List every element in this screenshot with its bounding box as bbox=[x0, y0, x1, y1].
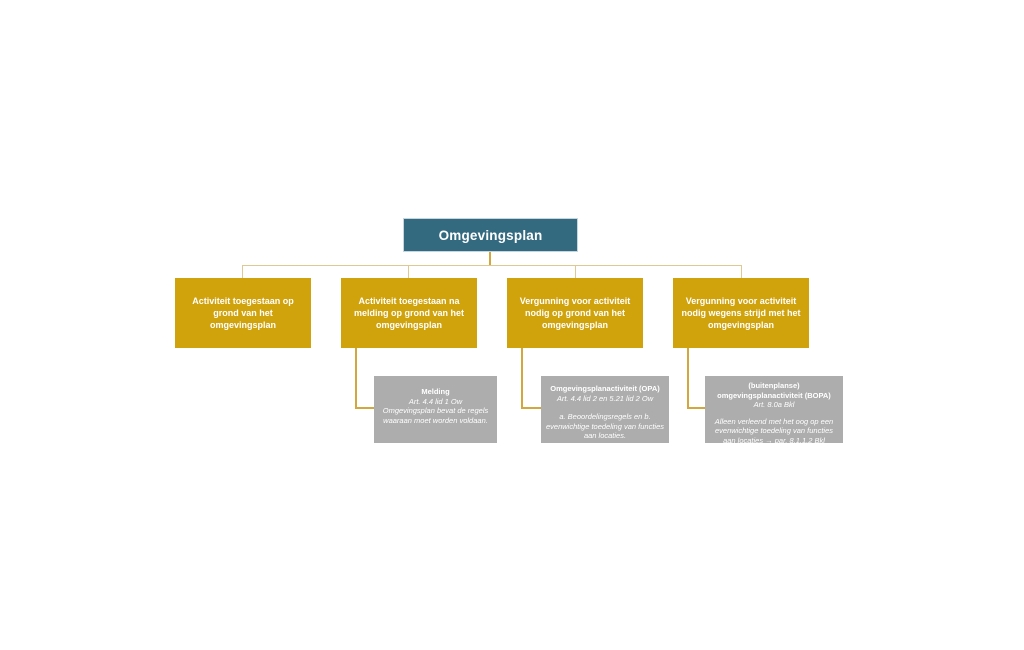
root-node-label: Omgevingsplan bbox=[438, 227, 543, 243]
connector-elbow-opa-vertical bbox=[521, 348, 523, 409]
connector-drop-4 bbox=[741, 266, 742, 278]
detail-body: Alleen verleend met het oog op een evenw… bbox=[714, 416, 834, 445]
detail-title: Omgevingsplanactiviteit (OPA) bbox=[550, 384, 660, 393]
branch-node-label: Vergunning voor activiteit nodig op gron… bbox=[519, 296, 631, 330]
branch-node-vergunning-op-grond: Vergunning voor activiteit nodig op gron… bbox=[507, 278, 643, 348]
connector-drop-3 bbox=[575, 266, 576, 278]
detail-node-bopa: (buitenplanse) omgevingsplanactiviteit (… bbox=[705, 376, 843, 445]
detail-subtitle: Art. 8.0a Bkl bbox=[753, 400, 795, 409]
branch-node-vergunning-strijd: Vergunning voor activiteit nodig wegens … bbox=[673, 278, 809, 348]
detail-node-opa: Omgevingsplanactiviteit (OPA) Art. 4.4 l… bbox=[541, 376, 669, 443]
branch-node-label: Activiteit toegestaan na melding op gron… bbox=[354, 296, 464, 330]
connector-horizontal-main bbox=[242, 265, 742, 266]
connector-drop-1 bbox=[242, 266, 243, 278]
root-node-omgevingsplan: Omgevingsplan bbox=[403, 218, 578, 252]
detail-subtitle: Art. 4.4 lid 2 en 5.21 lid 2 Ow bbox=[556, 393, 654, 403]
branch-node-label: Activiteit toegestaan op grond van het o… bbox=[192, 296, 294, 330]
connector-elbow-opa-horizontal bbox=[521, 407, 541, 409]
detail-title-line1: (buitenplanse) bbox=[748, 381, 800, 390]
detail-title: Melding bbox=[421, 387, 450, 396]
connector-elbow-bopa-horizontal bbox=[687, 407, 705, 409]
detail-body: Omgevingsplan bevat de regels waaraan mo… bbox=[382, 406, 489, 425]
detail-title-line2: omgevingsplanactiviteit (BOPA) bbox=[717, 390, 831, 400]
connector-elbow-bopa-vertical bbox=[687, 348, 689, 409]
detail-body: a. Beoordelingsregels en b. evenwichtige… bbox=[546, 412, 664, 440]
branch-node-label: Vergunning voor activiteit nodig wegens … bbox=[681, 296, 801, 330]
branch-node-toegestaan: Activiteit toegestaan op grond van het o… bbox=[175, 278, 311, 348]
connector-elbow-melding-horizontal bbox=[355, 407, 374, 409]
connector-root-stub bbox=[489, 252, 491, 266]
detail-node-melding: Melding Art. 4.4 lid 1 Ow Omgevingsplan … bbox=[374, 376, 497, 443]
branch-node-toegestaan-na-melding: Activiteit toegestaan na melding op gron… bbox=[341, 278, 477, 348]
detail-subtitle: Art. 4.4 lid 1 Ow bbox=[408, 396, 463, 406]
connector-elbow-melding-vertical bbox=[355, 348, 357, 409]
connector-drop-2 bbox=[408, 266, 409, 278]
